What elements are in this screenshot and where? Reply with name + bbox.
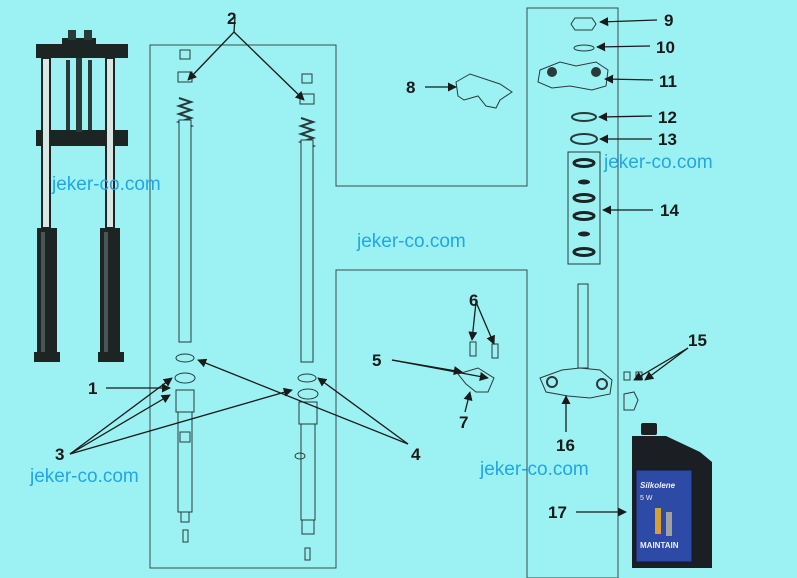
watermark-text: jeker-co.com [480, 459, 589, 480]
callout-17: 17 [548, 503, 567, 522]
callout-12: 12 [658, 108, 677, 127]
bottle-brand: Silkolene [640, 481, 676, 490]
callout-16: 16 [556, 436, 575, 455]
washer [573, 44, 595, 52]
callout-7: 7 [459, 413, 469, 432]
bearing-set [567, 151, 601, 265]
steering-stem [539, 283, 613, 399]
dust-seal [570, 133, 598, 145]
watermark-text: jeker-co.com [52, 174, 161, 195]
callout-4: 4 [411, 445, 421, 464]
callout-14: 14 [660, 201, 679, 220]
assembled-front-fork [34, 30, 128, 362]
callout-10: 10 [656, 38, 675, 57]
right-inner-tube [297, 73, 319, 400]
brake-hose-clamp [457, 341, 499, 393]
assembly-frame [149, 7, 619, 578]
callout-13: 13 [658, 130, 677, 149]
adjusting-nut [571, 112, 597, 122]
callout-6: 6 [469, 291, 479, 310]
left-inner-tube [174, 49, 196, 384]
callout-3: 3 [55, 445, 65, 464]
callout-2: 2 [227, 9, 237, 28]
callout-15: 15 [688, 331, 707, 350]
callout-5: 5 [372, 351, 382, 370]
callout-11: 11 [659, 72, 677, 91]
watermark-text: jeker-co.com [30, 466, 139, 487]
callout-1: 1 [88, 379, 98, 398]
handlebar-bracket [455, 73, 513, 109]
steering-stem-nut [570, 17, 597, 31]
watermark-text: jeker-co.com [604, 152, 713, 173]
callout-9: 9 [664, 11, 674, 30]
right-outer-tube [294, 401, 318, 561]
bottle-product: MAINTAIN [640, 541, 679, 550]
callout-8: 8 [406, 78, 416, 97]
bottle-grade: 5 W [640, 495, 653, 502]
leader-lines [69, 16, 689, 517]
watermark-text: jeker-co.com [357, 231, 466, 252]
fork-oil-bottle: Silkolene 5 W MAINTAIN [632, 423, 712, 568]
small-fasteners [623, 371, 643, 411]
upper-triple-clamp [537, 61, 609, 91]
left-outer-tube [175, 389, 195, 543]
